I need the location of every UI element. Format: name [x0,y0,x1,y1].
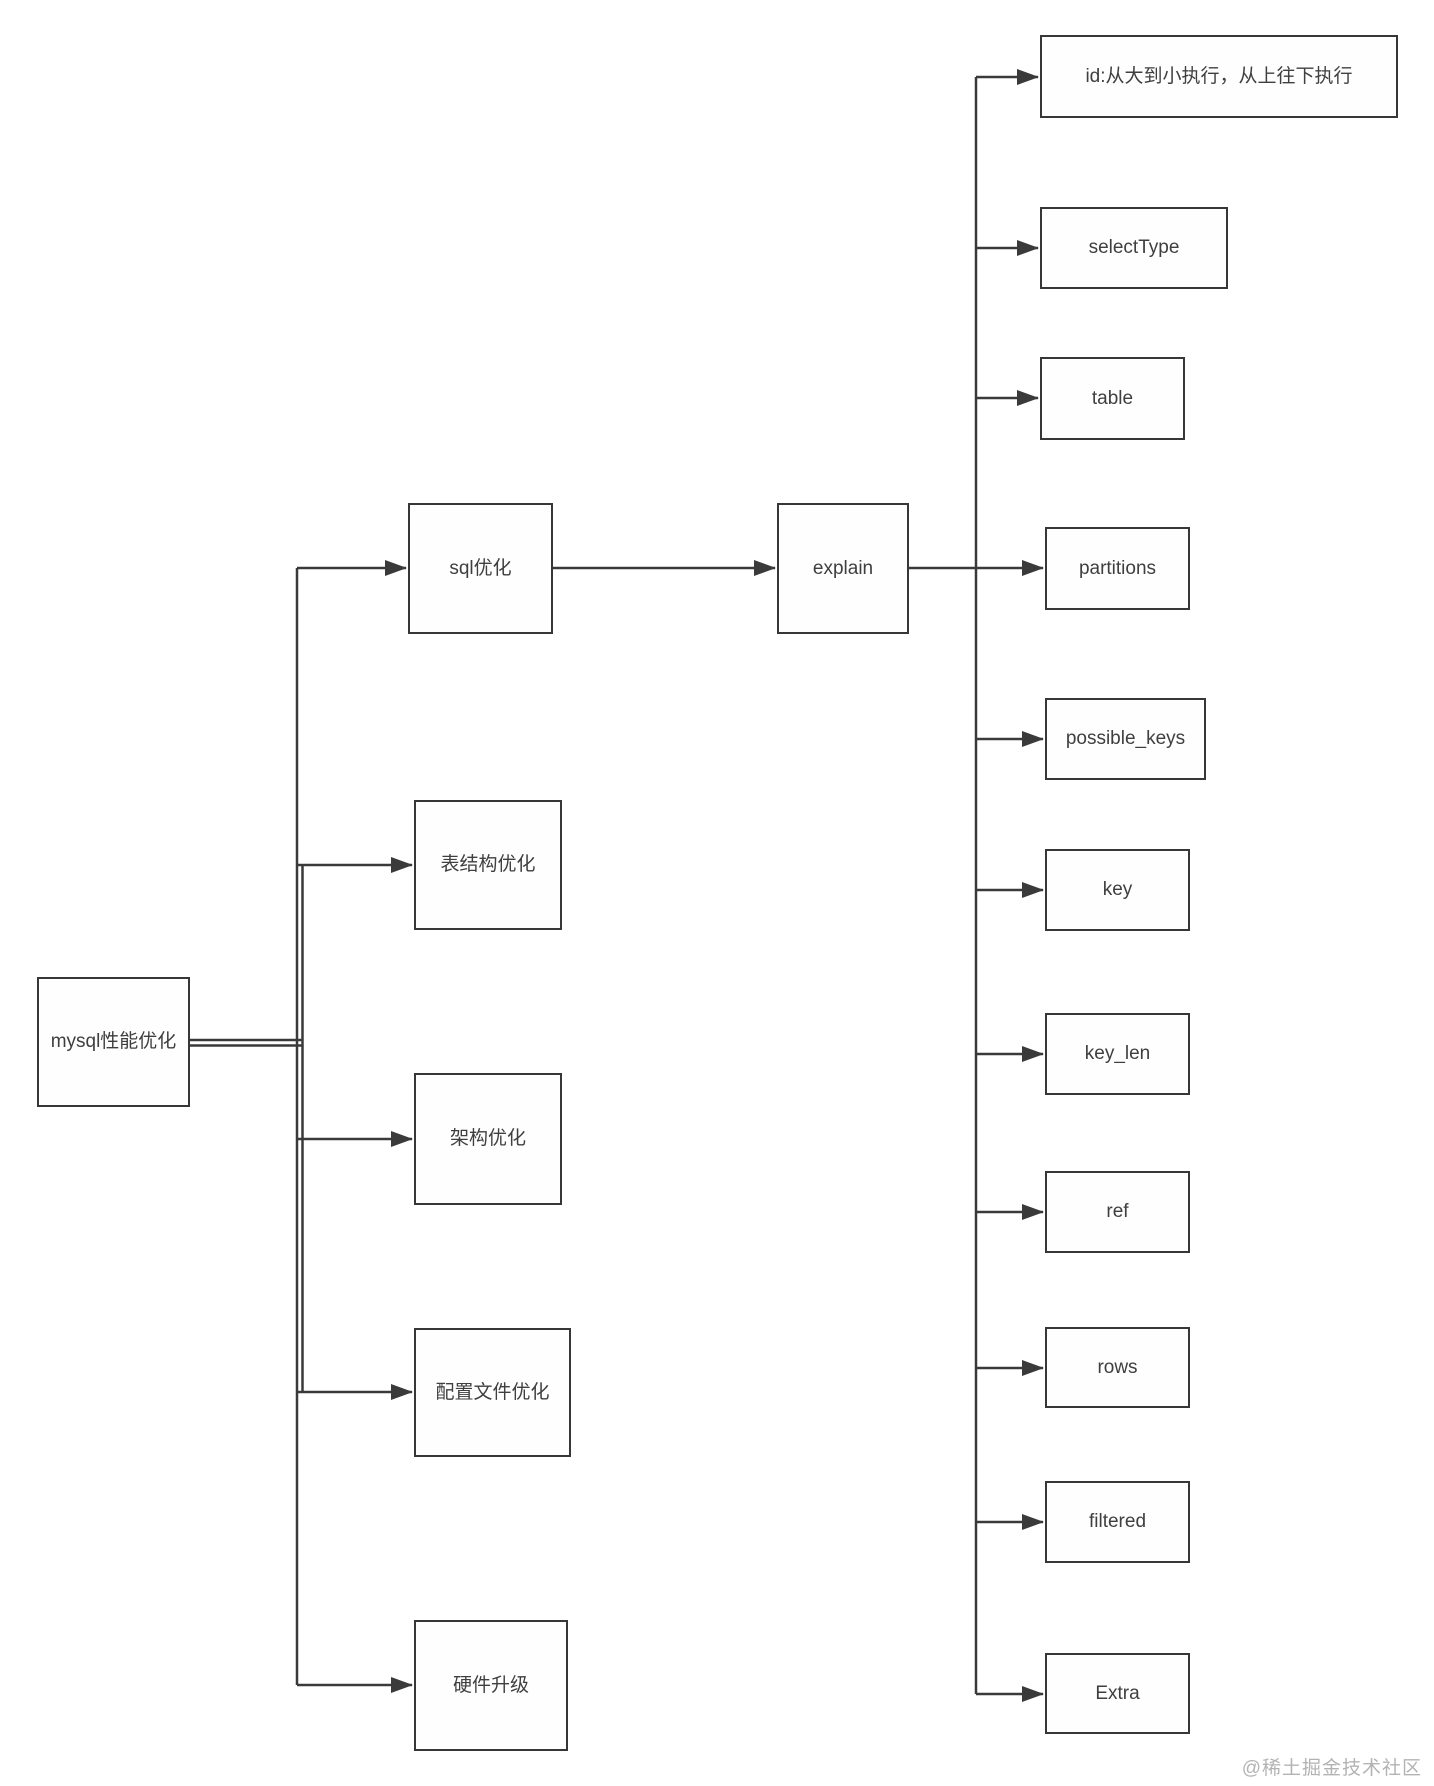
node-root: mysql性能优化 [37,977,190,1107]
node-label: 架构优化 [449,1128,526,1150]
node-label: selectType [1088,237,1180,259]
node-ref: ref [1045,1171,1190,1253]
node-key: key [1045,849,1190,931]
node-label: mysql性能优化 [50,1031,177,1053]
node-table-structure-optimization: 表结构优化 [414,800,562,930]
node-label: rows [1097,1356,1138,1378]
node-label: explain [812,557,874,579]
node-table: table [1040,357,1185,440]
node-label: 配置文件优化 [435,1381,550,1403]
node-possible-keys: possible_keys [1045,698,1206,780]
node-label: Extra [1095,1682,1140,1704]
node-label: sql优化 [449,557,512,579]
node-label: 硬件升级 [452,1674,529,1696]
node-label: ref [1106,1201,1129,1223]
node-label: key [1102,879,1133,901]
node-explain-id: id:从大到小执行，从上往下执行 [1040,35,1398,118]
node-explain: explain [777,503,909,634]
node-selecttype: selectType [1040,207,1228,289]
node-config-file-optimization: 配置文件优化 [414,1328,571,1457]
watermark: @稀土掘金技术社区 [1241,1758,1422,1779]
node-label: possible_keys [1065,728,1186,750]
node-sql-optimization: sql优化 [408,503,553,634]
node-extra: Extra [1045,1653,1190,1734]
node-label: partitions [1078,557,1157,579]
node-label: key_len [1084,1043,1151,1065]
node-architecture-optimization: 架构优化 [414,1073,562,1205]
node-hardware-upgrade: 硬件升级 [414,1620,568,1751]
node-filtered: filtered [1045,1481,1190,1563]
node-label: 表结构优化 [440,854,536,876]
node-partitions: partitions [1045,527,1190,610]
node-rows: rows [1045,1327,1190,1408]
node-label: table [1091,387,1134,409]
node-key-len: key_len [1045,1013,1190,1095]
node-label: id:从大到小执行，从上往下执行 [1085,65,1353,87]
node-label: filtered [1088,1511,1147,1533]
